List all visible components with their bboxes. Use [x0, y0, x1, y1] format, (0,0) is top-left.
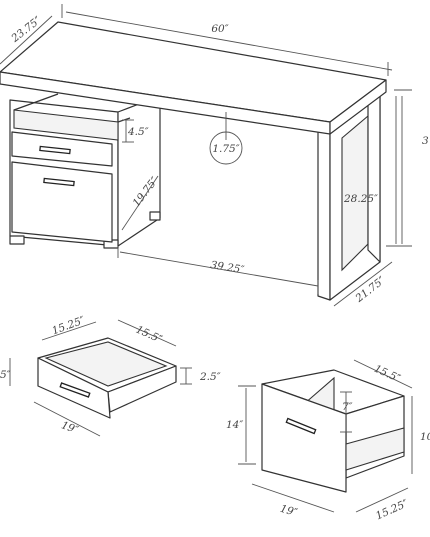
file-drawer-dimension-lines — [238, 359, 413, 513]
label-drawer-inset: 1.75″ — [212, 143, 239, 155]
file-drawer-drawing — [261, 369, 405, 493]
file-drawer-handle — [285, 417, 317, 435]
label-desk-length: 60″ — [211, 23, 228, 35]
label-small-drawer-front-width: 19″ — [60, 419, 80, 436]
label-small-drawer-depth-right: 15.5″ — [134, 324, 164, 346]
label-small-drawer-inner-height: 2.5″ — [199, 371, 221, 383]
label-file-drawer-front-height: 14″ — [226, 419, 243, 431]
label-desk-height: 3 — [422, 135, 429, 147]
label-file-drawer-height: 10 — [420, 431, 430, 443]
label-file-drawer-inner-height: 7″ — [342, 401, 353, 413]
label-leg-inner-height: 28.25″ — [343, 193, 378, 205]
small-drawer-drawing — [37, 337, 177, 419]
label-small-drawer-height: 5″ — [0, 369, 11, 381]
desk-file-drawer-front — [11, 161, 113, 243]
desk-dimension-lines — [0, 4, 412, 307]
small-drawer-handle — [59, 382, 91, 398]
label-shelf-height: 4.5″ — [127, 126, 149, 138]
small-drawer-dimension-lines — [9, 319, 192, 437]
desktop-top — [0, 21, 387, 135]
label-file-drawer-depth-top: 15.5″ — [372, 363, 402, 385]
metal-leg-frame — [317, 95, 381, 301]
label-file-drawer-front-width: 19″ — [279, 503, 299, 519]
desk-file-drawer-handle — [43, 177, 75, 187]
desk-small-drawer-handle — [39, 145, 71, 155]
label-cabinet-width: 39.25″ — [210, 259, 246, 276]
desk-drawing — [0, 21, 387, 301]
label-small-drawer-depth-left: 15.25″ — [50, 314, 86, 337]
